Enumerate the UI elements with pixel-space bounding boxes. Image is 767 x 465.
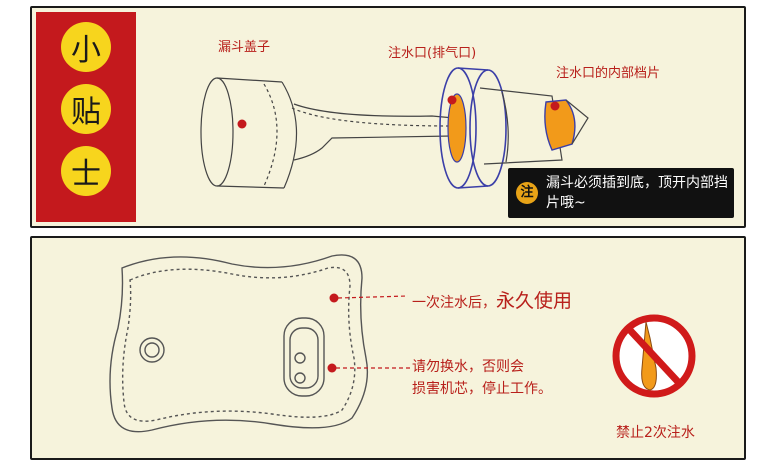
label-no-change-1: 请勿换水，否则会 xyxy=(412,359,524,375)
water-inlet-illustration xyxy=(439,67,507,189)
label-water-inlet: 注水口(排气口) xyxy=(388,46,477,61)
hand-warmer-illustration xyxy=(109,254,369,433)
label-once-fill: 一次注水后，永久使用 xyxy=(412,286,572,313)
label-inner-baffle: 注水口的内部档片 xyxy=(556,66,661,81)
note-text: 漏斗必须插到底，顶开内部挡片哦~ xyxy=(546,175,728,211)
bottom-panel: 一次注水后，永久使用 请勿换水，否则会 损害机芯，停止工作。 禁止2次注水 xyxy=(30,236,746,460)
note-box: 注 漏斗必须插到底，顶开内部挡片哦~ xyxy=(508,168,734,218)
funnel-cap-illustration xyxy=(200,77,455,189)
no-refill-icon xyxy=(612,314,696,398)
funnel-diagram xyxy=(200,67,589,189)
tips-sidebar: 小 贴 士 xyxy=(36,12,136,222)
top-panel: 小 贴 士 xyxy=(30,6,746,228)
label-no-change-2: 损害机芯，停止工作。 xyxy=(412,381,552,397)
label-once-fill-suffix: 永久使用 xyxy=(496,290,573,312)
note-icon: 注 xyxy=(516,182,538,204)
tips-badge-1: 小 xyxy=(61,22,111,72)
funnel-cap-dot xyxy=(237,119,247,129)
once-fill-dot xyxy=(329,293,339,303)
label-once-fill-prefix: 一次注水后， xyxy=(412,295,496,311)
tips-badge-2: 贴 xyxy=(61,84,111,134)
warmer-diagram xyxy=(109,254,696,433)
label-funnel-cap: 漏斗盖子 xyxy=(218,40,271,55)
no-change-dot xyxy=(327,363,337,373)
label-no-second-fill: 禁止2次注水 xyxy=(616,425,695,441)
tips-badge-3: 士 xyxy=(61,146,111,196)
water-inlet-dot xyxy=(447,95,457,105)
inner-baffle-dot xyxy=(550,101,560,111)
